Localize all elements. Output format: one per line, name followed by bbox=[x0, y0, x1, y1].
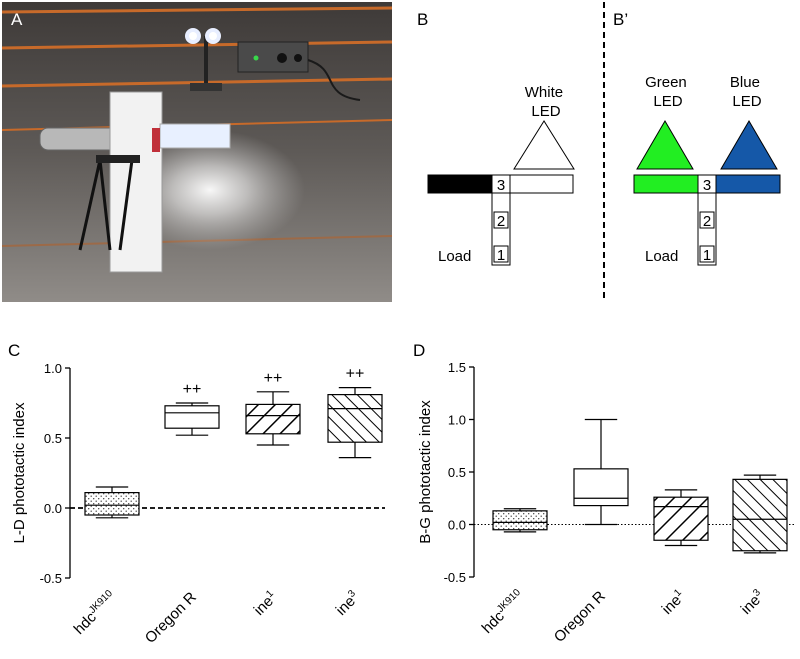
chart-d-bg-index: D -0.5 0.0 0.5 1.0 1.5B-G phototactic index hd… bbox=[413, 341, 795, 646]
blue-led-triangle bbox=[720, 120, 778, 170]
x-category-label: Oregon R bbox=[551, 588, 609, 646]
blue-led-label: Blue LED bbox=[730, 74, 764, 110]
knob-icon bbox=[294, 54, 302, 62]
box-plot-item: ++ bbox=[164, 381, 220, 436]
significance-marker: ++ bbox=[346, 366, 365, 383]
box-iqr bbox=[653, 496, 709, 541]
led-stand-base bbox=[190, 83, 222, 91]
zone-label: 1 bbox=[497, 247, 505, 264]
y-axis-label: L-D phototactic index bbox=[11, 402, 28, 543]
zone-label: 1 bbox=[703, 247, 711, 264]
stem bbox=[491, 192, 511, 266]
cable bbox=[307, 59, 361, 101]
panel-letter: C bbox=[8, 341, 20, 360]
box-plot-item bbox=[84, 486, 140, 519]
x-category-label: ine1 bbox=[658, 587, 689, 618]
box-plot-item: ++ bbox=[327, 366, 383, 459]
y-axis-label: B-G phototactic index bbox=[417, 400, 434, 544]
box-plot-item bbox=[653, 489, 709, 547]
x-category-label: ine3 bbox=[332, 588, 363, 619]
y-tick-label: 1.0 bbox=[44, 361, 62, 376]
orange-stripe bbox=[1, 40, 393, 50]
clamp bbox=[152, 128, 160, 152]
zone-label: 3 bbox=[497, 177, 505, 194]
zone-label: 2 bbox=[703, 213, 711, 230]
y-tick-label: 1.5 bbox=[448, 360, 466, 375]
blue-arm bbox=[715, 174, 781, 194]
led-label: White LED bbox=[525, 84, 568, 120]
load-label: Load bbox=[645, 248, 678, 265]
green-arm bbox=[633, 174, 699, 194]
chart-c-ld-index: C -0.5 0.0 0.5 1.0L-D phototactic index ++ ++ +… bbox=[8, 341, 385, 647]
x-category-label: ine1 bbox=[250, 588, 281, 619]
panel-b-diagram: B White LED 3 2 1 Load bbox=[417, 10, 575, 266]
x-category-label: hdcJK910 bbox=[478, 587, 528, 637]
significance-marker: ++ bbox=[264, 370, 283, 387]
dark-arm bbox=[427, 174, 493, 194]
box-iqr bbox=[732, 478, 788, 552]
panel-a-photo: A bbox=[1, 2, 393, 302]
y-tick-label: -0.5 bbox=[40, 571, 62, 586]
y-tick-label: 1.0 bbox=[448, 413, 466, 428]
box-iqr bbox=[245, 403, 301, 435]
y-tick-label: -0.5 bbox=[444, 570, 466, 585]
x-category-label: hdcJK910 bbox=[70, 588, 120, 638]
indicator-light-icon bbox=[253, 55, 259, 61]
x-category-label: ine3 bbox=[737, 587, 768, 618]
apparatus-tube bbox=[159, 123, 231, 149]
y-tick-label: 0.0 bbox=[448, 518, 466, 533]
y-tick-label: 0.5 bbox=[448, 465, 466, 480]
panel-letter-a: A bbox=[11, 10, 23, 29]
box-plot-item bbox=[573, 418, 629, 526]
orange-stripe bbox=[1, 77, 393, 88]
apparatus-block bbox=[109, 91, 163, 273]
box-plot-item: ++ bbox=[245, 370, 301, 446]
orange-stripe bbox=[1, 6, 393, 14]
panel-letter: D bbox=[413, 341, 425, 360]
x-category-label: Oregon R bbox=[142, 589, 200, 647]
box-iqr bbox=[573, 468, 629, 507]
box-plot-item bbox=[732, 474, 788, 554]
significance-marker: ++ bbox=[183, 381, 202, 398]
green-led-triangle bbox=[636, 120, 694, 170]
led-stand-pole bbox=[204, 36, 208, 86]
zone-label: 3 bbox=[703, 177, 711, 194]
box-iqr bbox=[164, 405, 220, 429]
box-plot-item bbox=[492, 508, 548, 533]
white-led-triangle bbox=[513, 120, 575, 170]
box-iqr bbox=[492, 510, 548, 531]
box-iqr bbox=[327, 394, 383, 443]
panel-b-prime-diagram: B’ Green LED Blue LED 3 2 1 Load bbox=[613, 10, 781, 266]
y-tick-label: 0.5 bbox=[44, 431, 62, 446]
y-tick-label: 0.0 bbox=[44, 501, 62, 516]
apparatus-tube bbox=[39, 127, 121, 151]
panel-letter-b-prime: B’ bbox=[613, 10, 628, 29]
green-led-label: Green LED bbox=[645, 74, 691, 110]
load-label: Load bbox=[438, 248, 471, 265]
panel-letter-b: B bbox=[417, 10, 428, 29]
box-iqr bbox=[84, 492, 140, 516]
knob-icon bbox=[277, 53, 287, 63]
zone-label: 2 bbox=[497, 213, 505, 230]
light-arm bbox=[509, 174, 574, 194]
stem bbox=[697, 192, 717, 266]
stand-legs bbox=[78, 159, 134, 251]
